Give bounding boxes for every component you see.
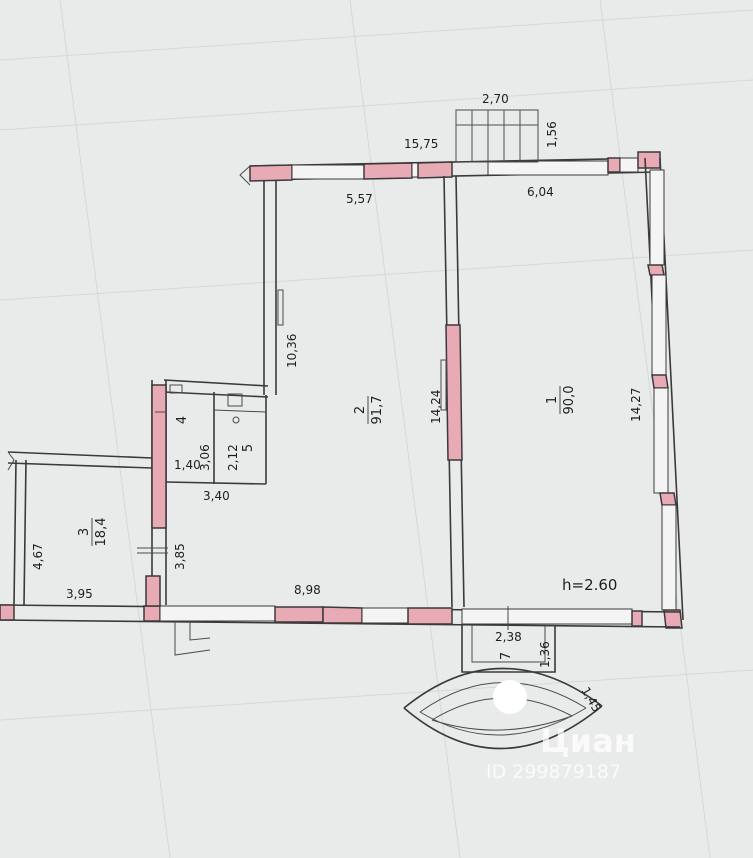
room-1-number: 1 — [545, 396, 560, 404]
room-4-number: 4 — [175, 416, 190, 424]
dim-room1-top: 6,04 — [527, 185, 554, 199]
dim-room1-right: 14,27 — [629, 388, 643, 422]
dim-room3-bottom: 3,95 — [66, 587, 93, 601]
dim-porch-w: 2,38 — [495, 630, 522, 644]
partition-wall — [440, 175, 465, 608]
ceiling-height-label: h=2.60 — [562, 576, 617, 594]
room-5-number: 5 — [241, 444, 256, 452]
dim-top-total: 15,75 — [404, 137, 438, 151]
dim-partition: 14,24 — [429, 390, 443, 424]
dim-stair-depth: 1,56 — [545, 121, 559, 148]
dim-room4-w: 1,40 — [174, 458, 201, 472]
dimension-labels: 15,75 2,70 1,56 5,57 6,04 10,36 14,24 14… — [31, 92, 643, 715]
room-1-label: 1 90,0 — [545, 386, 577, 415]
dim-room3-left: 4,67 — [31, 543, 45, 570]
room3-walls — [7, 451, 153, 606]
room2-left-wall — [263, 180, 284, 395]
stair — [455, 109, 539, 163]
watermark: Циан ID 299879187 — [486, 722, 636, 783]
room-1-area: 90,0 — [562, 386, 577, 415]
watermark-id-text: ID 299879187 — [486, 761, 621, 783]
dim-room2-left: 10,36 — [285, 334, 299, 368]
dim-room3-wall: 3,85 — [173, 543, 187, 570]
dim-room4-h: 3,06 — [198, 444, 212, 471]
room-3-number: 3 — [77, 528, 92, 536]
room-4-label: 4 — [175, 416, 190, 424]
dim-room45-w: 3,40 — [203, 489, 230, 503]
top-wall — [239, 151, 661, 186]
room-7-number: 7 — [499, 652, 514, 660]
bottom-wall — [0, 604, 681, 656]
room-2-label: 2 91,7 — [353, 396, 385, 425]
right-wall — [644, 157, 684, 629]
dim-room2-bottom: 8,98 — [294, 583, 321, 597]
room-7-label: 7 — [499, 652, 514, 660]
room-5-label: 5 — [241, 444, 256, 452]
room-2-area: 91,7 — [370, 396, 385, 425]
room-3-area: 18,4 — [94, 518, 109, 547]
dim-room5-h: 2,12 — [226, 444, 240, 471]
room-2-number: 2 — [353, 406, 368, 414]
dim-stair-width: 2,70 — [482, 92, 509, 106]
dim-room2-top: 5,57 — [346, 192, 373, 206]
room-3-label: 3 18,4 — [77, 518, 109, 547]
watermark-logo-text: Циан — [540, 722, 636, 760]
bathroom-block — [137, 379, 269, 607]
porch — [403, 606, 603, 750]
dim-porch-d: 1,36 — [538, 641, 552, 668]
room-labels: 1 90,0 2 91,7 3 18,4 4 5 7 — [77, 386, 577, 661]
